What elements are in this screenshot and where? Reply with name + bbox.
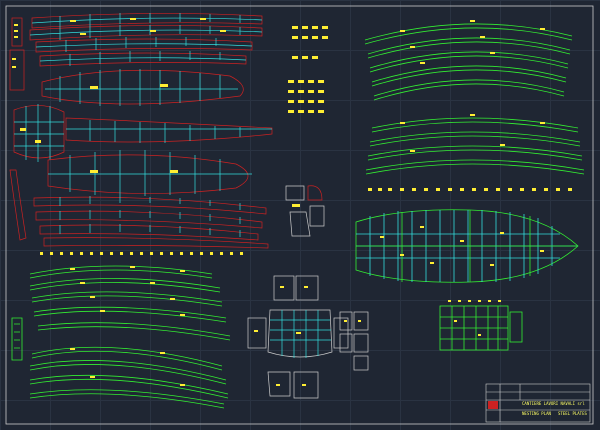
lens-plate-large-grid bbox=[45, 69, 238, 106]
labels-floor-plate bbox=[448, 300, 501, 336]
frame-arc-10[interactable] bbox=[29, 265, 213, 279]
title-block-frame bbox=[485, 383, 591, 423]
floor-plate-side[interactable] bbox=[509, 311, 523, 343]
title-block-line2: NESTING PLAN bbox=[522, 411, 551, 416]
title-block-logo bbox=[488, 401, 498, 409]
small-parts-middle[interactable] bbox=[285, 185, 325, 237]
strake-plate-1-grid bbox=[31, 13, 263, 28]
labels-deck bbox=[380, 226, 544, 266]
bulkhead-main-grid bbox=[270, 310, 331, 358]
strake-plate-7[interactable] bbox=[39, 224, 259, 241]
strake-plate-5[interactable] bbox=[33, 196, 267, 215]
transom-plate[interactable] bbox=[13, 105, 65, 159]
strake-plate-1[interactable] bbox=[31, 13, 263, 29]
wedge-plate[interactable] bbox=[65, 117, 273, 143]
cabin-part-1[interactable] bbox=[339, 311, 353, 331]
bulkhead-parts[interactable] bbox=[247, 275, 369, 399]
lens-plate-mid[interactable] bbox=[47, 154, 249, 194]
title-block-line3: STEEL PLATES bbox=[558, 411, 587, 416]
bulkhead-bottom-2[interactable] bbox=[293, 371, 319, 399]
strake-plate-6[interactable] bbox=[35, 210, 263, 229]
strake-plate-4-grid bbox=[39, 51, 247, 66]
wedge-plate-grid bbox=[66, 120, 272, 143]
frame-arc-7[interactable] bbox=[369, 131, 581, 147]
bracket-part-3[interactable] bbox=[289, 211, 311, 237]
bulkhead-top-2[interactable] bbox=[295, 275, 319, 301]
drawing-border bbox=[5, 5, 594, 425]
frame-arc-11[interactable] bbox=[29, 278, 221, 293]
frame-arc-8[interactable] bbox=[367, 145, 583, 161]
frame-arc-18[interactable] bbox=[29, 389, 225, 409]
frame-arc-14[interactable] bbox=[37, 322, 231, 341]
bracket-part-1[interactable] bbox=[285, 185, 305, 201]
hull-plate-group-top-left[interactable] bbox=[9, 13, 273, 249]
strake-plate-7-grid bbox=[59, 224, 241, 237]
label-cluster-top-middle bbox=[288, 26, 328, 113]
lens-plate-mid-grid bbox=[48, 150, 252, 196]
title-block-company: CANTIERE LAVORI NAVALI srl bbox=[522, 401, 585, 406]
strake-plate-8[interactable] bbox=[43, 237, 269, 249]
frames-top-right[interactable] bbox=[364, 23, 585, 175]
floor-plate-grid bbox=[440, 306, 508, 350]
labels-bulkhead bbox=[254, 286, 361, 386]
title-block[interactable] bbox=[485, 383, 591, 423]
frame-arc-4[interactable] bbox=[371, 65, 567, 87]
stem-part-2[interactable] bbox=[9, 49, 25, 91]
frame-arc-17[interactable] bbox=[29, 374, 229, 399]
strake-plate-2[interactable] bbox=[29, 25, 263, 41]
labels-top-right bbox=[368, 20, 572, 191]
frame-arc-13[interactable] bbox=[33, 306, 227, 323]
frame-arc-2[interactable] bbox=[367, 37, 571, 59]
frame-arc-12[interactable] bbox=[31, 291, 223, 307]
bracket-label bbox=[292, 204, 300, 207]
frame-arc-6[interactable] bbox=[371, 117, 579, 133]
frame-arc-9[interactable] bbox=[365, 159, 585, 175]
bulkhead-bottom-1[interactable] bbox=[267, 371, 291, 397]
frame-arc-1[interactable] bbox=[364, 23, 573, 45]
cabin-part-2[interactable] bbox=[353, 311, 369, 331]
cabin-part-3[interactable] bbox=[353, 333, 369, 353]
stem-green-left[interactable] bbox=[11, 317, 23, 361]
lens-plate-large[interactable] bbox=[41, 69, 244, 105]
stem-part-1[interactable] bbox=[11, 17, 23, 47]
bulkhead-side-right[interactable] bbox=[333, 317, 349, 349]
deck-plate[interactable] bbox=[355, 209, 579, 283]
bracket-part-2[interactable] bbox=[307, 185, 323, 201]
frames-bottom-left[interactable] bbox=[11, 265, 231, 409]
labels-top-left bbox=[12, 18, 226, 173]
transom-plate-grid bbox=[14, 104, 64, 162]
frame-arc-16[interactable] bbox=[29, 360, 227, 385]
deck-plate-inner-seams bbox=[356, 210, 578, 282]
strake-plate-3-grid bbox=[35, 37, 253, 52]
frame-arc-3[interactable] bbox=[369, 51, 569, 73]
bulkhead-main[interactable] bbox=[267, 309, 333, 358]
bulkhead-side-left[interactable] bbox=[247, 317, 267, 349]
strake-plate-4[interactable] bbox=[39, 52, 247, 67]
bulkhead-top-1[interactable] bbox=[273, 275, 295, 301]
frame-arc-5[interactable] bbox=[373, 79, 565, 101]
cabin-part-4[interactable] bbox=[353, 355, 369, 371]
bracket-part-4[interactable] bbox=[309, 205, 325, 227]
strake-plate-6-grid bbox=[59, 210, 241, 224]
floor-plate-group[interactable] bbox=[439, 305, 523, 351]
stem-part-3[interactable] bbox=[9, 169, 27, 241]
cabin-part-5[interactable] bbox=[339, 333, 353, 353]
frame-arc-15[interactable] bbox=[31, 346, 223, 371]
labels-bottom-left bbox=[40, 252, 243, 386]
strake-plate-5-grid bbox=[59, 196, 241, 210]
